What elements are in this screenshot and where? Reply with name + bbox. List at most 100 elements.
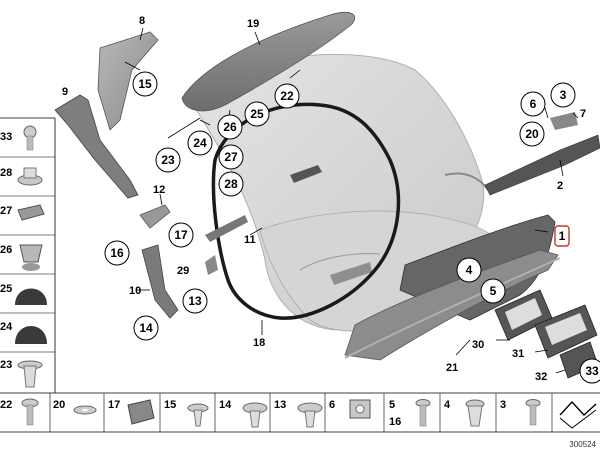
label-29: 29: [177, 265, 189, 277]
callout-13: 13: [182, 288, 208, 314]
callout-26: 26: [217, 114, 243, 140]
label-11: 11: [244, 234, 256, 246]
bottom-5: 5: [389, 399, 395, 411]
svg-text:14: 14: [139, 321, 153, 335]
svg-text:27: 27: [224, 150, 238, 164]
label-7: 7: [580, 108, 586, 120]
callout-15: 15: [132, 71, 158, 97]
label-32: 32: [535, 371, 547, 383]
bottom-14: 14: [219, 399, 232, 411]
svg-text:5: 5: [490, 284, 497, 298]
svg-text:33: 33: [585, 364, 599, 378]
screw-33-icon: [23, 125, 37, 151]
rivet-13-icon: [297, 402, 323, 428]
svg-text:23: 23: [161, 153, 175, 167]
callout-24: 24: [187, 130, 213, 156]
label-12: 12: [153, 184, 165, 196]
cap-25-icon: [15, 288, 47, 305]
left-col-28: 28: [0, 167, 12, 179]
screw-3-icon: [525, 399, 541, 426]
label-18: 18: [253, 337, 265, 349]
left-col-27: 27: [0, 205, 12, 217]
callout-3: 3: [550, 82, 576, 108]
push-pin-15-icon: [187, 403, 209, 427]
pillar-trim-9: [54, 94, 139, 199]
callout-4: 4: [456, 257, 482, 283]
svg-text:1: 1: [559, 229, 566, 243]
callout-14: 14: [133, 315, 159, 341]
bottom-20: 20: [53, 399, 65, 411]
svg-text:28: 28: [224, 177, 238, 191]
screw-22-icon: [21, 398, 39, 426]
bottom-fastener-chart: 22 20 17 15 14 13 6 5 16 4 3: [0, 393, 600, 433]
bottom-13: 13: [274, 399, 286, 411]
bottom-17: 17: [108, 399, 120, 411]
callout-22: 22: [274, 83, 300, 109]
clip-29-shape: [205, 255, 218, 275]
left-col-26: 26: [0, 244, 12, 256]
bottom-16: 16: [389, 416, 401, 428]
expanding-nut-4-icon: [465, 399, 485, 427]
callout-6: 6: [520, 91, 546, 117]
left-fastener-chart: 33 28 27 26 25 24 23: [0, 117, 600, 394]
callout-20: 20: [519, 121, 545, 147]
door-seal: [211, 102, 401, 320]
svg-text:24: 24: [193, 136, 207, 150]
spoiler-part: [181, 12, 356, 112]
label-30: 30: [472, 339, 484, 351]
svg-text:20: 20: [525, 127, 539, 141]
label-8: 8: [139, 15, 145, 27]
clip-27-icon: [17, 204, 45, 221]
callout-1-highlighted: 1: [554, 225, 570, 247]
label-19: 19: [247, 18, 259, 30]
left-col-23: 23: [0, 359, 12, 371]
svg-text:22: 22: [280, 89, 294, 103]
svg-text:6: 6: [530, 97, 537, 111]
svg-text:3: 3: [560, 88, 567, 102]
callout-28: 28: [218, 171, 244, 197]
bottom-3: 3: [500, 399, 506, 411]
left-col-33: 33: [0, 131, 12, 143]
expanding-rivet-23-icon: [17, 360, 43, 388]
bracket-31: [534, 304, 598, 359]
trim-12: [139, 204, 171, 229]
bottom-15: 15: [164, 399, 176, 411]
pillar-trim-8: [97, 31, 159, 131]
hardware-kit-icon: [559, 400, 597, 429]
svg-text:25: 25: [250, 107, 264, 121]
callout-17: 17: [168, 222, 194, 248]
left-col-24: 24: [0, 321, 13, 333]
cap-24-icon: [15, 326, 47, 344]
rivet-14-icon: [242, 402, 268, 428]
trim-strip-small: [290, 165, 322, 183]
svg-text:17: 17: [174, 228, 188, 242]
plug-26-icon: [19, 244, 43, 271]
svg-text:13: 13: [188, 294, 202, 308]
label-9: 9: [62, 86, 68, 98]
catalog-id: 300524: [569, 440, 596, 449]
nut-6-icon: [349, 399, 371, 419]
nut-28-icon: [17, 167, 43, 186]
callout-33: 33: [579, 358, 600, 384]
callout-23: 23: [155, 147, 181, 173]
label-21: 21: [446, 362, 458, 374]
svg-text:15: 15: [138, 77, 152, 91]
svg-text:4: 4: [466, 263, 473, 277]
label-31: 31: [512, 348, 524, 360]
callout-25: 25: [244, 101, 270, 127]
callout-27: 27: [218, 144, 244, 170]
clip-17-icon: [127, 399, 155, 425]
washer-20-icon: [73, 405, 97, 415]
svg-text:16: 16: [110, 246, 124, 260]
bottom-4: 4: [444, 399, 451, 411]
trim-10: [141, 244, 179, 319]
callout-16: 16: [104, 240, 130, 266]
clip-3-shape: [550, 112, 578, 130]
left-col-25: 25: [0, 283, 12, 295]
bottom-6: 6: [329, 399, 335, 411]
callout-5: 5: [480, 278, 506, 304]
label-10: 10: [129, 285, 141, 297]
trim-strip-11: [205, 215, 248, 242]
